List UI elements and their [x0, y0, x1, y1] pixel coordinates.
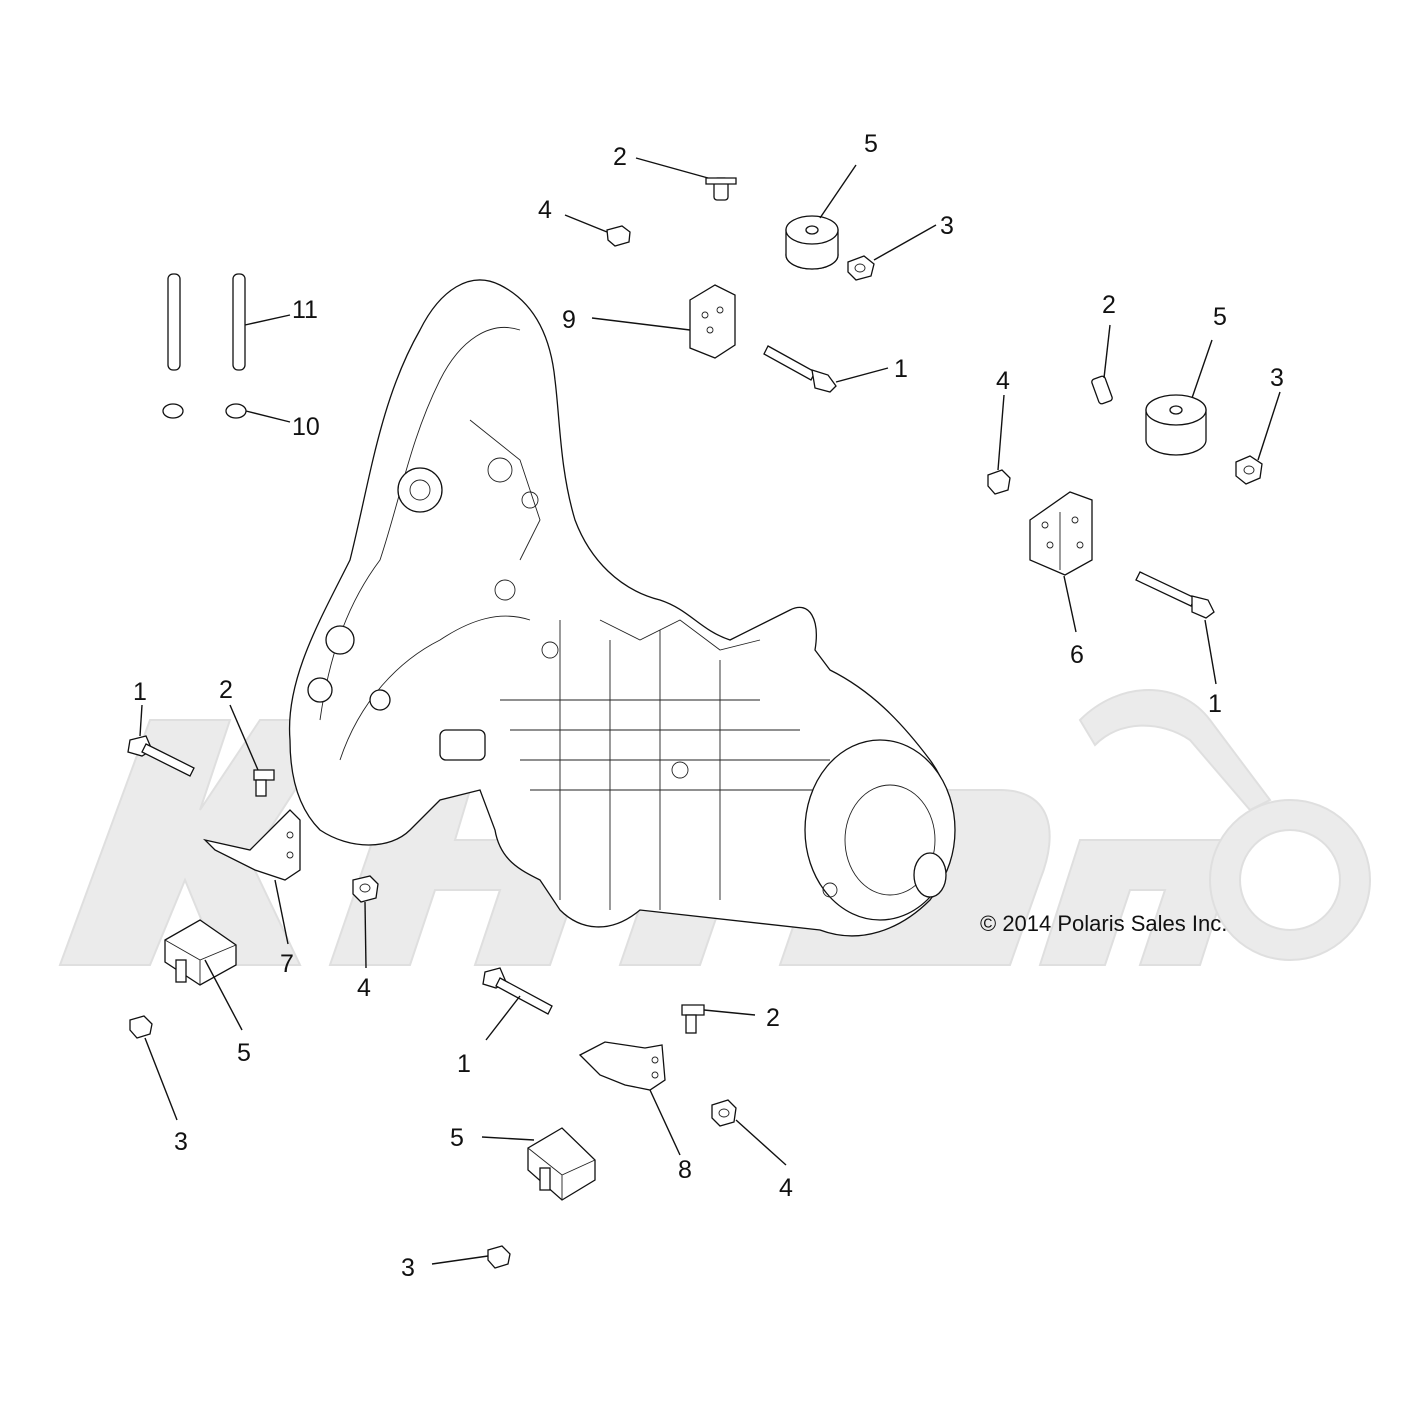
part-bracket-6	[1029, 491, 1093, 576]
callout-7: 7	[280, 950, 294, 978]
copyright-notice: © 2014 Polaris Sales Inc.	[980, 911, 1227, 936]
callout-6: 6	[1070, 641, 1084, 669]
part-bracket-8	[578, 1041, 666, 1091]
callout-5-top: 5	[864, 130, 878, 158]
callout-2-top: 2	[613, 143, 627, 171]
part-bolt-2-bottom	[681, 1004, 705, 1034]
callout-3-bottom: 3	[401, 1254, 415, 1282]
part-mount-5-left	[164, 919, 237, 986]
part-bolt-1-right	[1135, 571, 1215, 619]
callout-1-left: 1	[133, 678, 147, 706]
part-nut-4-mid	[352, 875, 379, 903]
callout-2-right: 2	[1102, 291, 1116, 319]
part-bolt-2-top	[705, 177, 737, 201]
callout-5-left: 5	[237, 1039, 251, 1067]
part-mount-5-right	[1145, 394, 1207, 456]
part-clip-10	[162, 403, 247, 419]
callout-1-top: 1	[894, 355, 908, 383]
callout-5-bottom: 5	[450, 1124, 464, 1152]
callout-3-left: 3	[174, 1128, 188, 1156]
callout-9: 9	[562, 306, 576, 334]
callout-4-mid: 4	[357, 974, 371, 1002]
part-nut-4-bottom	[711, 1099, 737, 1127]
callout-1-right: 1	[1208, 690, 1222, 718]
callout-11: 11	[292, 296, 318, 324]
callout-2-bottom: 2	[766, 1004, 780, 1032]
part-bracket-9	[689, 284, 736, 359]
callout-4-right: 4	[996, 367, 1010, 395]
part-tube-11	[167, 273, 246, 371]
engine-assembly	[288, 279, 956, 937]
part-nut-3-right	[1235, 455, 1263, 485]
callout-1-bottom: 1	[457, 1050, 471, 1078]
part-nut-4-right	[987, 469, 1011, 495]
part-bracket-7	[202, 809, 301, 881]
part-nut-3-left	[129, 1015, 153, 1039]
part-bolt-2-left	[253, 769, 275, 797]
callout-2-left: 2	[219, 676, 233, 704]
part-nut-4-top	[606, 225, 631, 247]
callout-labels: 2 5 4 3 9 1 11 10 2 5 3 4 6 1 1 2 7 4 5 …	[133, 130, 1284, 1282]
callout-4-top: 4	[538, 196, 552, 224]
part-mount-5-bottom	[527, 1127, 596, 1201]
callout-5-right: 5	[1213, 303, 1227, 331]
part-nut-3-bottom	[487, 1245, 511, 1269]
part-bolt-1-left	[127, 735, 195, 777]
part-bolt-1-bottom	[482, 967, 553, 1015]
leader-lines	[139, 157, 1281, 1265]
callout-8: 8	[678, 1156, 692, 1184]
callout-3-top: 3	[940, 212, 954, 240]
part-bolt-1-top	[763, 345, 837, 393]
callout-10: 10	[292, 413, 320, 441]
part-nut-3-top	[847, 255, 875, 281]
part-bolt-2-right	[1091, 375, 1113, 405]
callout-3-right: 3	[1270, 364, 1284, 392]
part-mount-5-top	[785, 215, 839, 270]
callout-4-bottom: 4	[779, 1174, 793, 1202]
